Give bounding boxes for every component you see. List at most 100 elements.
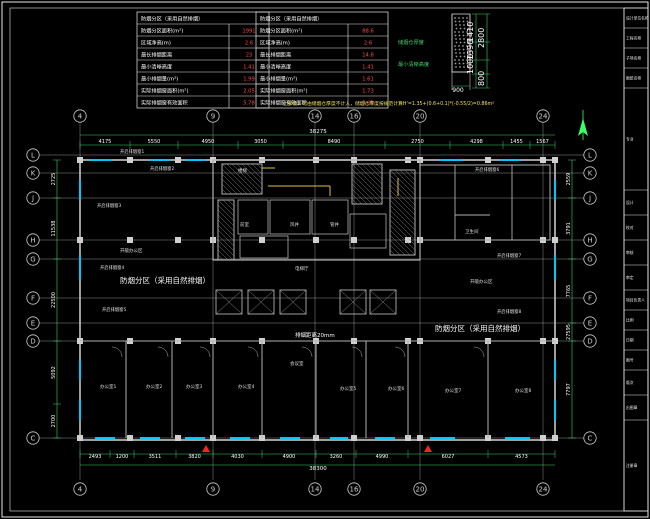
axis-bubble — [308, 109, 322, 123]
elevator-cross — [339, 289, 367, 315]
core-room — [311, 199, 349, 235]
elevator-shaft — [339, 289, 367, 315]
section-dim-text: 800 — [477, 71, 486, 86]
section-hatch-dot — [466, 17, 468, 19]
table-row-value: 1.41 — [243, 65, 255, 71]
hatch-line — [217, 209, 235, 227]
axis-label: G — [30, 256, 35, 264]
axis-bubble — [583, 316, 597, 330]
hatch-line — [389, 239, 406, 256]
section-hatch-dot — [459, 41, 462, 44]
title-block-text: 注册章 — [626, 463, 638, 468]
section-dim-text: 1390 — [466, 40, 475, 60]
hatch-line — [409, 169, 416, 176]
dim-text: 11538 — [51, 221, 57, 237]
axis-label: L — [588, 152, 592, 160]
dim-text: 2493 — [89, 454, 102, 460]
table-row-label: 最小排烟量(m³) — [141, 75, 178, 83]
room-label: 开敞办公区 — [120, 247, 143, 254]
section-hatch-dot — [467, 41, 470, 44]
axis-bubble — [206, 109, 220, 123]
hatch-line — [221, 168, 248, 195]
axis-bubble — [26, 316, 40, 330]
table-row-label: 最小清晰高度 — [260, 63, 291, 71]
door-swing — [199, 346, 211, 358]
smoke-schedule-table-left: 防烟分区（采用自然排烟）防烟分区面积(m²)1991区域净高(m)2.6最长排烟… — [136, 11, 270, 109]
section-hatch-dot — [466, 48, 469, 51]
hatch-line — [389, 204, 416, 231]
section-hatch-dot — [467, 66, 469, 68]
core-room — [237, 199, 269, 235]
axis-label: D — [587, 338, 592, 346]
window-label: 开启排烟窗4 — [100, 264, 124, 271]
axis-label: L — [31, 152, 35, 160]
hatch-line — [221, 188, 228, 195]
structural-column — [77, 435, 83, 441]
section-hatch-dot — [455, 27, 458, 30]
structural-column — [552, 435, 558, 441]
section-hatch-dot — [467, 55, 470, 58]
hatch-line — [217, 249, 229, 261]
section-hatch-dot — [458, 62, 461, 65]
elevator-shaft — [215, 289, 243, 315]
section-hatch-dot — [466, 59, 468, 61]
section-hatch-dot — [463, 24, 465, 26]
section-hatch-dot — [462, 48, 465, 51]
dim-text: 2559 — [566, 173, 572, 186]
section-hatch-dot — [462, 45, 464, 47]
structural-column — [175, 157, 181, 163]
hatch-line — [217, 219, 235, 237]
hatch-line — [241, 163, 263, 185]
door-swing — [473, 346, 485, 358]
hatch-line — [226, 163, 258, 195]
exterior-wall — [79, 159, 556, 441]
hatch-line — [256, 163, 263, 170]
section-hatch-dot — [462, 34, 465, 37]
section-marker — [424, 445, 432, 452]
title-block-text: 出图章 — [626, 405, 638, 410]
section-hatch-dot — [455, 24, 457, 26]
axis-bubble — [26, 431, 40, 445]
table-row-value: 2.05 — [243, 89, 255, 95]
table-row-value: 5.78 — [243, 101, 255, 107]
dim-text: 27595 — [566, 324, 572, 340]
title-block-text: 项目负责人 — [626, 298, 645, 303]
hatch-line — [217, 254, 224, 261]
overall-dim-text: 38275 — [309, 129, 327, 135]
smoke-zone-label: 防烟分区（采用自然排烟） — [435, 323, 525, 333]
hatch-line — [389, 234, 411, 256]
axis-label: 4 — [78, 486, 83, 494]
section-hatch-dot — [463, 66, 465, 68]
north-arrow-icon — [578, 110, 588, 140]
table-row-label: 区域净高(m) — [260, 39, 290, 47]
axis-label: H — [30, 237, 35, 245]
axis-label: F — [588, 295, 592, 303]
hatch-line — [351, 188, 368, 205]
axis-label: G — [587, 256, 592, 264]
hatch-line — [232, 199, 235, 202]
hatch-line — [399, 169, 416, 186]
dim-text: 4298 — [470, 139, 483, 145]
structural-column — [351, 237, 357, 243]
section-hatch-dot — [458, 31, 460, 33]
axis-bubble — [308, 482, 322, 496]
door-swing — [301, 346, 313, 358]
axis-bubble — [583, 431, 597, 445]
section-label: 最小清晰高度 — [398, 60, 429, 68]
door-swing — [111, 346, 123, 358]
section-hatch-dot — [467, 38, 469, 40]
window-label: 开启排烟窗7 — [497, 252, 521, 259]
stair-enclosure — [389, 169, 416, 256]
core-wall — [212, 159, 421, 261]
stair-enclosure — [217, 199, 235, 261]
table-row-value: 23 — [246, 53, 253, 59]
section-hatch-dot — [459, 27, 462, 30]
room-label: 风井 — [290, 221, 299, 228]
table-row-value: 3.05 — [362, 101, 374, 107]
elevator-shaft — [369, 289, 397, 315]
axis-label: 20 — [416, 486, 425, 494]
axis-label: 24 — [539, 486, 548, 494]
axis-bubble — [26, 334, 40, 348]
section-hatch-dot — [466, 45, 468, 47]
